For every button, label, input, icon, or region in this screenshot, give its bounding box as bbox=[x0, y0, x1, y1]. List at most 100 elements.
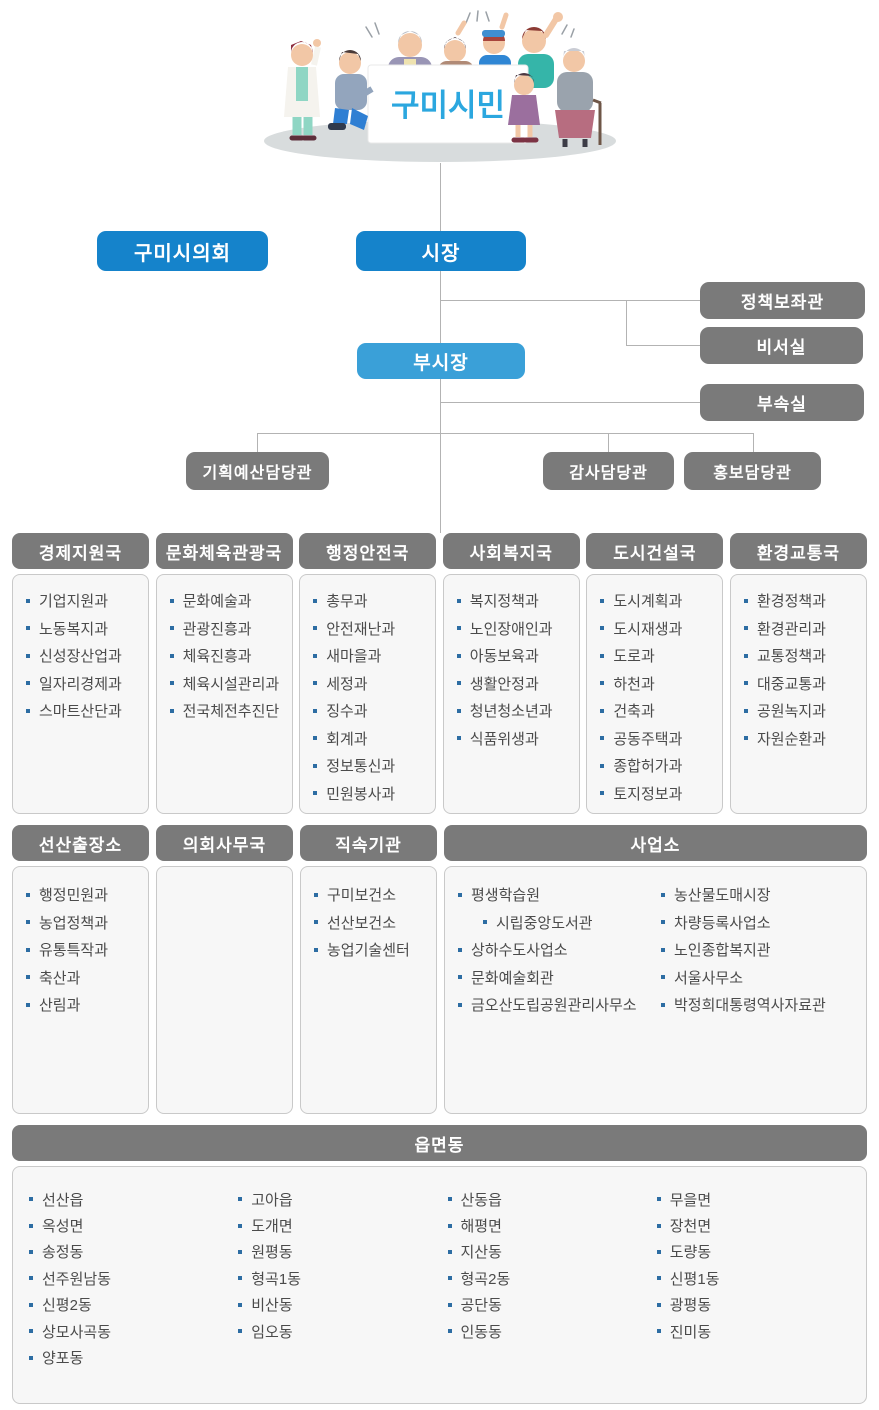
dept-item: 신성장산업과 bbox=[26, 642, 142, 670]
bullet-icon bbox=[656, 1223, 661, 1228]
bullet-icon bbox=[656, 1329, 661, 1334]
connector-line bbox=[753, 433, 754, 452]
dept-item: 유통특작과 bbox=[26, 936, 142, 964]
dept-item: 징수과 bbox=[313, 697, 429, 725]
dept-item: 무을면 bbox=[656, 1186, 866, 1212]
dept-label: 세정과 bbox=[326, 675, 368, 693]
bullet-icon bbox=[743, 653, 748, 658]
bullet-icon bbox=[313, 736, 318, 741]
dept-item: 아동보육과 bbox=[456, 642, 573, 670]
dept-label: 구미보건소 bbox=[327, 887, 397, 905]
dept-label: 형곡1동 bbox=[251, 1270, 301, 1288]
bullet-icon bbox=[29, 1302, 33, 1307]
dept-item: 농산물도매시장 bbox=[661, 881, 860, 909]
banner-title: 구미시민 bbox=[391, 88, 505, 123]
dept-item: 장천면 bbox=[656, 1212, 866, 1238]
bullet-icon bbox=[26, 626, 30, 631]
office-box-annex: 부속실 bbox=[700, 384, 864, 421]
dept-label: 산동읍 bbox=[460, 1191, 502, 1209]
bullet-icon bbox=[169, 708, 174, 713]
dept-item: 형곡2동 bbox=[447, 1265, 657, 1291]
bullet-icon bbox=[656, 1276, 661, 1281]
bullet-icon bbox=[743, 626, 748, 631]
dept-item: 도시재생과 bbox=[600, 615, 716, 643]
dept-label: 청년청소년과 bbox=[469, 703, 553, 721]
bullet-icon bbox=[656, 1302, 661, 1307]
bullet-icon bbox=[314, 947, 318, 952]
dept-item: 환경관리과 bbox=[743, 615, 860, 643]
connector-line bbox=[440, 402, 701, 403]
bullet-icon bbox=[26, 920, 30, 925]
dept-item: 하천과 bbox=[600, 670, 716, 698]
dept-item: 공동주택과 bbox=[600, 725, 716, 753]
dept-label: 생활안정과 bbox=[469, 675, 539, 693]
dept-item: 식품위생과 bbox=[456, 725, 573, 753]
bullet-icon bbox=[238, 1329, 243, 1334]
bullet-icon bbox=[26, 653, 30, 658]
dept-item: 자원순환과 bbox=[743, 725, 860, 753]
bullet-icon bbox=[238, 1223, 243, 1228]
dept-item: 해평면 bbox=[447, 1212, 657, 1238]
dept-label: 전국체전추진단 bbox=[182, 703, 280, 721]
dept-item: 인동동 bbox=[447, 1318, 657, 1344]
council-box: 구미시의회 bbox=[97, 231, 268, 271]
bullet-icon bbox=[456, 598, 461, 603]
column-header: 문화체육관광국 bbox=[155, 533, 293, 569]
dept-label: 차량등록사업소 bbox=[674, 914, 771, 932]
dept-item: 일자리경제과 bbox=[26, 670, 142, 698]
dept-item: 신평2동 bbox=[29, 1292, 238, 1318]
dept-label: 농업기술센터 bbox=[327, 942, 410, 960]
dept-label: 진미동 bbox=[669, 1323, 712, 1341]
dept-label: 박정희대통령역사자료관 bbox=[674, 997, 826, 1015]
bullet-icon bbox=[26, 975, 30, 980]
column-header: 선산출장소 bbox=[12, 825, 149, 861]
dept-label: 체육시설관리과 bbox=[182, 675, 280, 693]
eupmyeondong-header: 읍면동 bbox=[12, 1125, 867, 1161]
dept-label: 도개면 bbox=[251, 1218, 293, 1236]
column-panel bbox=[156, 866, 293, 1114]
dept-label: 축산과 bbox=[39, 969, 81, 987]
dept-label: 문화예술회관 bbox=[471, 969, 554, 987]
bullet-icon bbox=[313, 598, 318, 603]
dept-item: 박정희대통령역사자료관 bbox=[661, 991, 860, 1019]
officer-box-planning-budget: 기획예산담당관 bbox=[186, 452, 329, 490]
bullet-icon bbox=[458, 975, 462, 980]
dept-item: 원평동 bbox=[238, 1239, 447, 1265]
dept-item: 안전재난과 bbox=[313, 615, 429, 643]
bullet-icon bbox=[600, 598, 605, 603]
connector-line bbox=[626, 300, 627, 346]
bullet-icon bbox=[314, 920, 318, 925]
dept-label: 환경정책과 bbox=[756, 593, 826, 611]
bullet-icon bbox=[26, 892, 30, 897]
dept-item: 산림과 bbox=[26, 991, 142, 1019]
bullet-icon bbox=[600, 736, 605, 741]
dept-item: 대중교통과 bbox=[743, 670, 860, 698]
mayor-box: 시장 bbox=[356, 231, 526, 271]
bullet-icon bbox=[600, 653, 605, 658]
dept-item: 공원녹지과 bbox=[743, 697, 860, 725]
dept-label: 선산읍 bbox=[42, 1191, 84, 1209]
bullet-icon bbox=[26, 947, 30, 952]
dept-label: 도시계획과 bbox=[613, 593, 683, 611]
bullet-icon bbox=[313, 708, 318, 713]
dept-item: 선산보건소 bbox=[314, 909, 430, 937]
bullet-icon bbox=[29, 1197, 33, 1202]
dept-label: 고아읍 bbox=[251, 1191, 293, 1209]
bullet-icon bbox=[238, 1249, 243, 1254]
bullet-icon bbox=[661, 947, 665, 952]
dept-label: 안전재난과 bbox=[326, 620, 396, 638]
dept-label: 장천면 bbox=[669, 1218, 712, 1236]
dept-label: 상하수도사업소 bbox=[471, 942, 568, 960]
dept-item: 차량등록사업소 bbox=[661, 909, 860, 937]
dept-item: 형곡1동 bbox=[238, 1265, 447, 1291]
dept-item: 선산읍 bbox=[29, 1186, 238, 1212]
